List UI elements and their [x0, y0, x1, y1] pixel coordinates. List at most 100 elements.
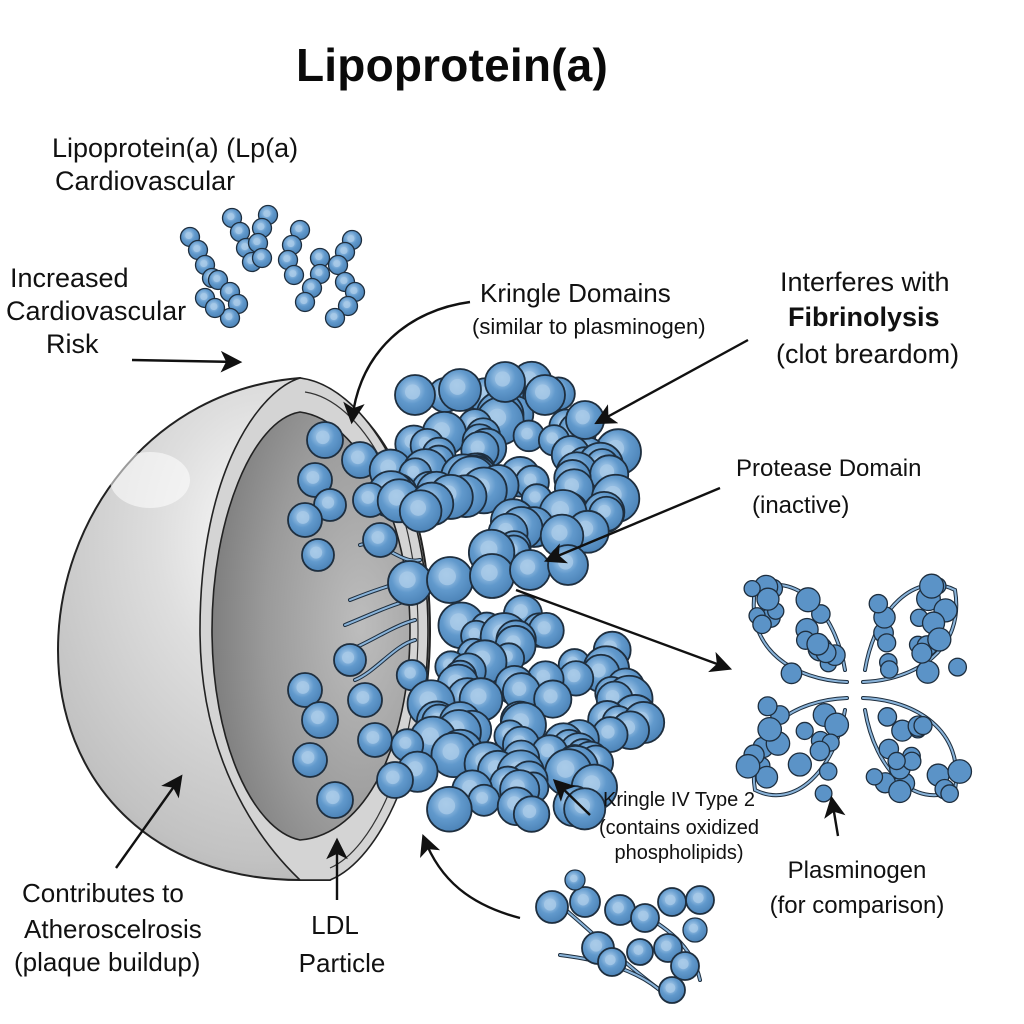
bead-highlight [558, 554, 574, 570]
bead-highlight [342, 651, 355, 664]
label-athero-line2: Atheroscelrosis [24, 913, 202, 944]
bead-highlight [442, 743, 460, 761]
bead-highlight [468, 627, 481, 640]
bead-highlight [661, 940, 672, 952]
bead-highlight [529, 491, 541, 503]
apo-a-kringle-complex [287, 360, 666, 833]
bead-highlight [601, 725, 615, 739]
kringle-bead [757, 716, 783, 742]
label-ldl-particle: LDL Particle [282, 910, 402, 979]
arrow-risk [131, 350, 243, 373]
plasminogen-cluster [735, 573, 973, 804]
kringle-bead [756, 587, 780, 611]
bead-highlight [567, 669, 581, 683]
kringle-bead [755, 765, 779, 789]
label-kringle-domains-line1: Kringle Domains [480, 278, 671, 308]
bead-highlight [371, 530, 385, 544]
label-plasminogen-line1: Plasminogen [787, 857, 927, 884]
bead-highlight [233, 298, 241, 307]
bead-highlight [185, 231, 193, 240]
label-fibrinolysis-line1: Interferes with [780, 267, 950, 297]
kringle-bead [806, 632, 830, 656]
bead-highlight [575, 409, 590, 425]
bead-highlight [347, 234, 355, 243]
bead-highlight [307, 282, 315, 291]
bead-highlight [225, 286, 233, 295]
bead-highlight [410, 500, 427, 516]
bead-highlight [605, 954, 616, 966]
bead-highlight [590, 939, 603, 952]
kringle-bead [752, 614, 772, 635]
bead-highlight [350, 286, 358, 295]
kringle-bead [888, 779, 912, 804]
bead-highlight [210, 302, 218, 311]
bead-highlight [386, 770, 400, 785]
kringle-bead [865, 768, 884, 786]
arrow-kiv-cluster [420, 833, 521, 920]
linker-strand [354, 639, 416, 681]
kringle-bead [814, 784, 833, 803]
arrows [115, 300, 846, 920]
bead-highlight [257, 222, 265, 231]
lpa-small-clusters [179, 204, 366, 329]
bead-highlight [289, 269, 297, 278]
bead-highlight [591, 663, 606, 678]
bead-highlight [523, 473, 537, 487]
bead-highlight [449, 613, 468, 631]
bead-highlight [311, 710, 325, 725]
label-risk-line3: Risk [46, 328, 99, 359]
bead-highlight [438, 567, 456, 586]
kringle-bead [940, 784, 959, 804]
kringle-bead [818, 762, 838, 781]
bead-highlight [564, 478, 580, 493]
bead-highlight [521, 427, 533, 440]
arrow-plasminogen [824, 795, 846, 837]
label-kringle-domains-line2: (similar to plasminogen) [472, 313, 706, 339]
bead-highlight [470, 688, 487, 705]
kringle-bead [911, 642, 933, 664]
bead-highlight [235, 226, 243, 235]
kringle-bead [787, 752, 812, 777]
label-fibrinolysis-line3: (clot breardom) [776, 338, 960, 369]
bead-highlight [326, 790, 340, 805]
bead-highlight [540, 743, 555, 758]
bead-highlight [481, 564, 498, 582]
bead-highlight [340, 276, 348, 285]
label-lpa-header-line1: Lipoprotein(a) (Lp(a) [52, 133, 299, 163]
bead-highlight [213, 274, 221, 283]
linker-strand [752, 697, 848, 797]
bead-highlight [253, 237, 261, 246]
bead-highlight [407, 465, 420, 478]
kringle-bead [811, 604, 831, 624]
bead-highlight [438, 797, 456, 815]
bead-highlight [513, 604, 528, 619]
bead-highlight [522, 804, 537, 819]
kringle-bead [879, 660, 899, 679]
bead-highlight [315, 252, 323, 261]
bead-highlight [193, 244, 201, 253]
label-kiv-line3: phospholipids) [614, 841, 744, 864]
bead-highlight [356, 690, 370, 704]
page-title: Lipoprotein(a) [296, 39, 608, 91]
label-protease-line1: Protease Domain [736, 455, 922, 482]
bead-highlight [306, 470, 320, 484]
arrow-fibrinolysis [594, 338, 749, 425]
label-risk-line1: Increased [10, 263, 129, 293]
bead-highlight [301, 750, 315, 764]
label-lpa-header: Lipoprotein(a) (Lp(a) Cardiovascular [52, 132, 298, 198]
kringle-iv-type2-cluster [535, 869, 715, 1004]
bead-highlight [570, 874, 578, 883]
kringle-bead [877, 707, 898, 727]
arrow-kringle-domains [343, 300, 471, 425]
bead-highlight [316, 430, 330, 445]
label-protease-domain: Protease Domain (inactive) [736, 454, 921, 521]
bead-highlight [225, 312, 233, 321]
kringle-bead [887, 751, 906, 771]
bead-highlight [399, 571, 416, 589]
bead-highlight [544, 898, 557, 911]
bead-highlight [322, 496, 335, 509]
label-kringle-domains: Kringle Domains (similar to plasminogen) [472, 278, 706, 341]
bead-highlight [638, 910, 649, 922]
kringle-bead [913, 715, 933, 736]
